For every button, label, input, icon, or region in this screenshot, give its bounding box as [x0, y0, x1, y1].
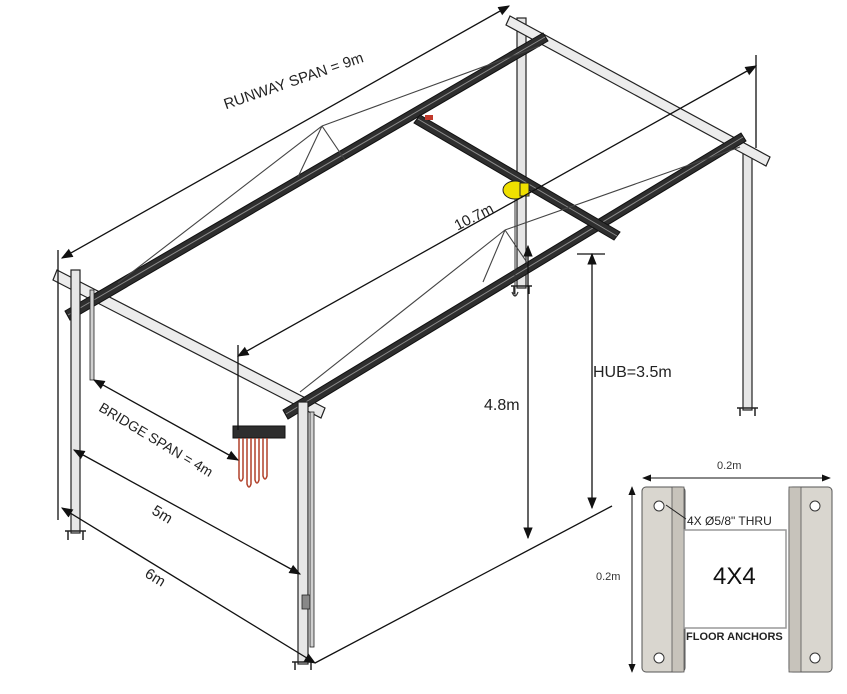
post-section — [683, 529, 787, 629]
floor-anchor-detail — [628, 474, 833, 673]
far-corner-post — [737, 147, 758, 416]
height-4-8m-label: 4.8m — [484, 397, 520, 414]
anchor-width-label: 0.2m — [717, 460, 742, 472]
anchor-plate-left — [641, 486, 686, 673]
post-size-label: 4X4 — [713, 563, 756, 590]
anchor-height-label: 0.2m — [596, 571, 621, 583]
festoon-cables — [232, 425, 286, 488]
hub-height-label: HUB=3.5m — [593, 364, 672, 381]
dimension-lines — [57, 5, 758, 664]
right-front-post — [292, 401, 315, 670]
anchor-plate-right — [788, 486, 833, 673]
floor-anchors-caption: FLOOR ANCHORS — [686, 631, 783, 643]
left-header-tube — [52, 269, 326, 419]
anchor-holes-note: 4X Ø5/8" THRU — [687, 514, 772, 528]
